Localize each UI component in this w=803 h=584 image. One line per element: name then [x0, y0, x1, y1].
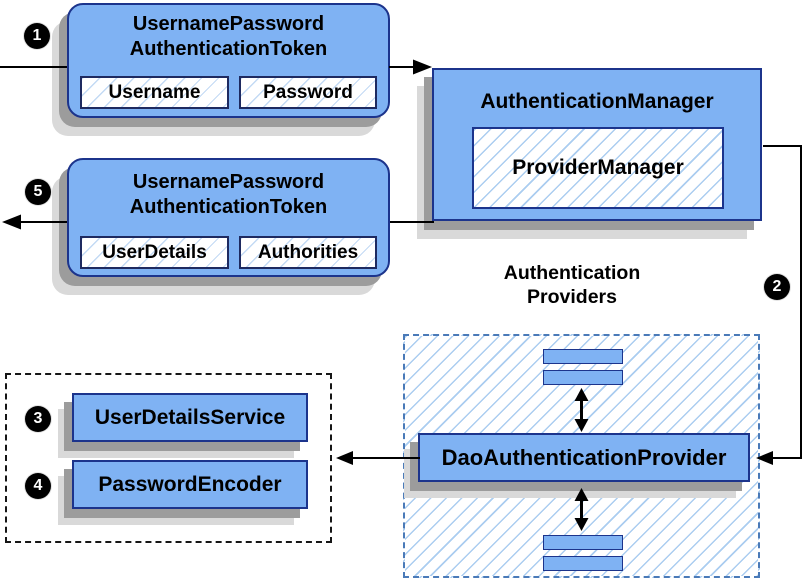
- username-field-box: Username: [80, 76, 229, 109]
- response-token-title: UsernamePassword AuthenticationToken: [69, 160, 388, 220]
- step-4-badge: 4: [25, 473, 51, 499]
- dao-authentication-provider-box: DaoAuthenticationProvider: [418, 433, 750, 482]
- request-token-title: UsernamePassword AuthenticationToken: [69, 5, 388, 62]
- userdetails-field-box: UserDetails: [80, 236, 229, 269]
- step-1-badge: 1: [24, 23, 50, 49]
- step-2-badge: 2: [764, 274, 790, 300]
- authentication-manager-title: AuthenticationManager: [480, 90, 714, 113]
- token-to-manager-arrowhead-icon: [413, 59, 432, 75]
- providers-group-label: Authentication Providers: [452, 261, 692, 309]
- providers-label-line2: Providers: [527, 286, 617, 308]
- response-token-title-line2: AuthenticationToken: [129, 196, 328, 218]
- provider-list-item-bar: [543, 535, 623, 550]
- password-field-box: Password: [239, 76, 377, 109]
- authorities-field-box: Authorities: [239, 236, 377, 269]
- outgoing-response-arrowhead-icon: [2, 214, 21, 230]
- services-group-container: [5, 373, 332, 543]
- provider-list-item-bar: [543, 349, 623, 364]
- request-token-box: UsernamePassword AuthenticationToken Use…: [67, 3, 390, 118]
- provider-manager-box: ProviderManager: [472, 127, 724, 209]
- response-token-fields: UserDetails Authorities: [69, 236, 388, 269]
- request-token-title-line1: UsernamePassword: [132, 13, 325, 35]
- response-token-box: UsernamePassword AuthenticationToken Use…: [67, 158, 390, 277]
- step-5-badge: 5: [25, 179, 51, 205]
- request-token-title-line2: AuthenticationToken: [129, 38, 328, 60]
- response-token-title-line1: UsernamePassword: [132, 171, 325, 193]
- dao-to-services-arrowhead-icon: [336, 451, 353, 465]
- provider-list-item-bar: [543, 370, 623, 385]
- request-token-fields: Username Password: [69, 76, 388, 109]
- password-encoder-box: PasswordEncoder: [72, 460, 308, 509]
- step-3-badge: 3: [25, 406, 51, 432]
- authentication-manager-box: AuthenticationManager ProviderManager: [432, 68, 762, 221]
- user-details-service-box: UserDetailsService: [72, 393, 308, 442]
- provider-list-item-bar: [543, 556, 623, 571]
- providers-label-line1: Authentication: [503, 262, 641, 284]
- manager-to-dao-connector: [763, 145, 802, 459]
